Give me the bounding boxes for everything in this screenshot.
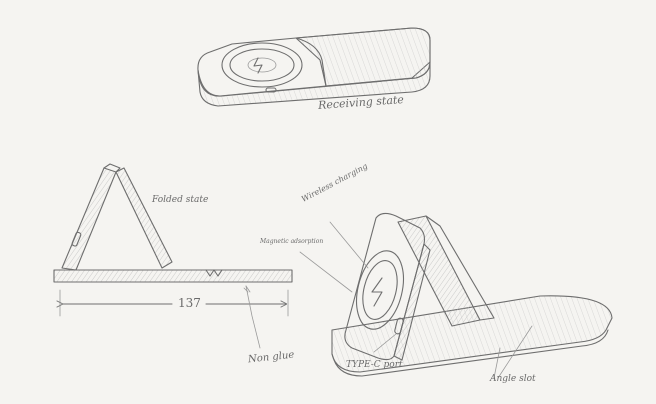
dimension-label: 137 <box>178 296 201 310</box>
angle-slot-label: Angle slot <box>490 374 536 384</box>
folded-state-sketch <box>53 163 293 349</box>
receiving-state-sketch <box>197 27 431 107</box>
magnetic-adsorption-label: Magnetic adsorption <box>260 238 324 245</box>
folded-state-label: Folded state <box>152 195 209 205</box>
perspective-sketch <box>299 212 613 379</box>
type-c-port-label: TYPE-C port <box>346 360 403 370</box>
